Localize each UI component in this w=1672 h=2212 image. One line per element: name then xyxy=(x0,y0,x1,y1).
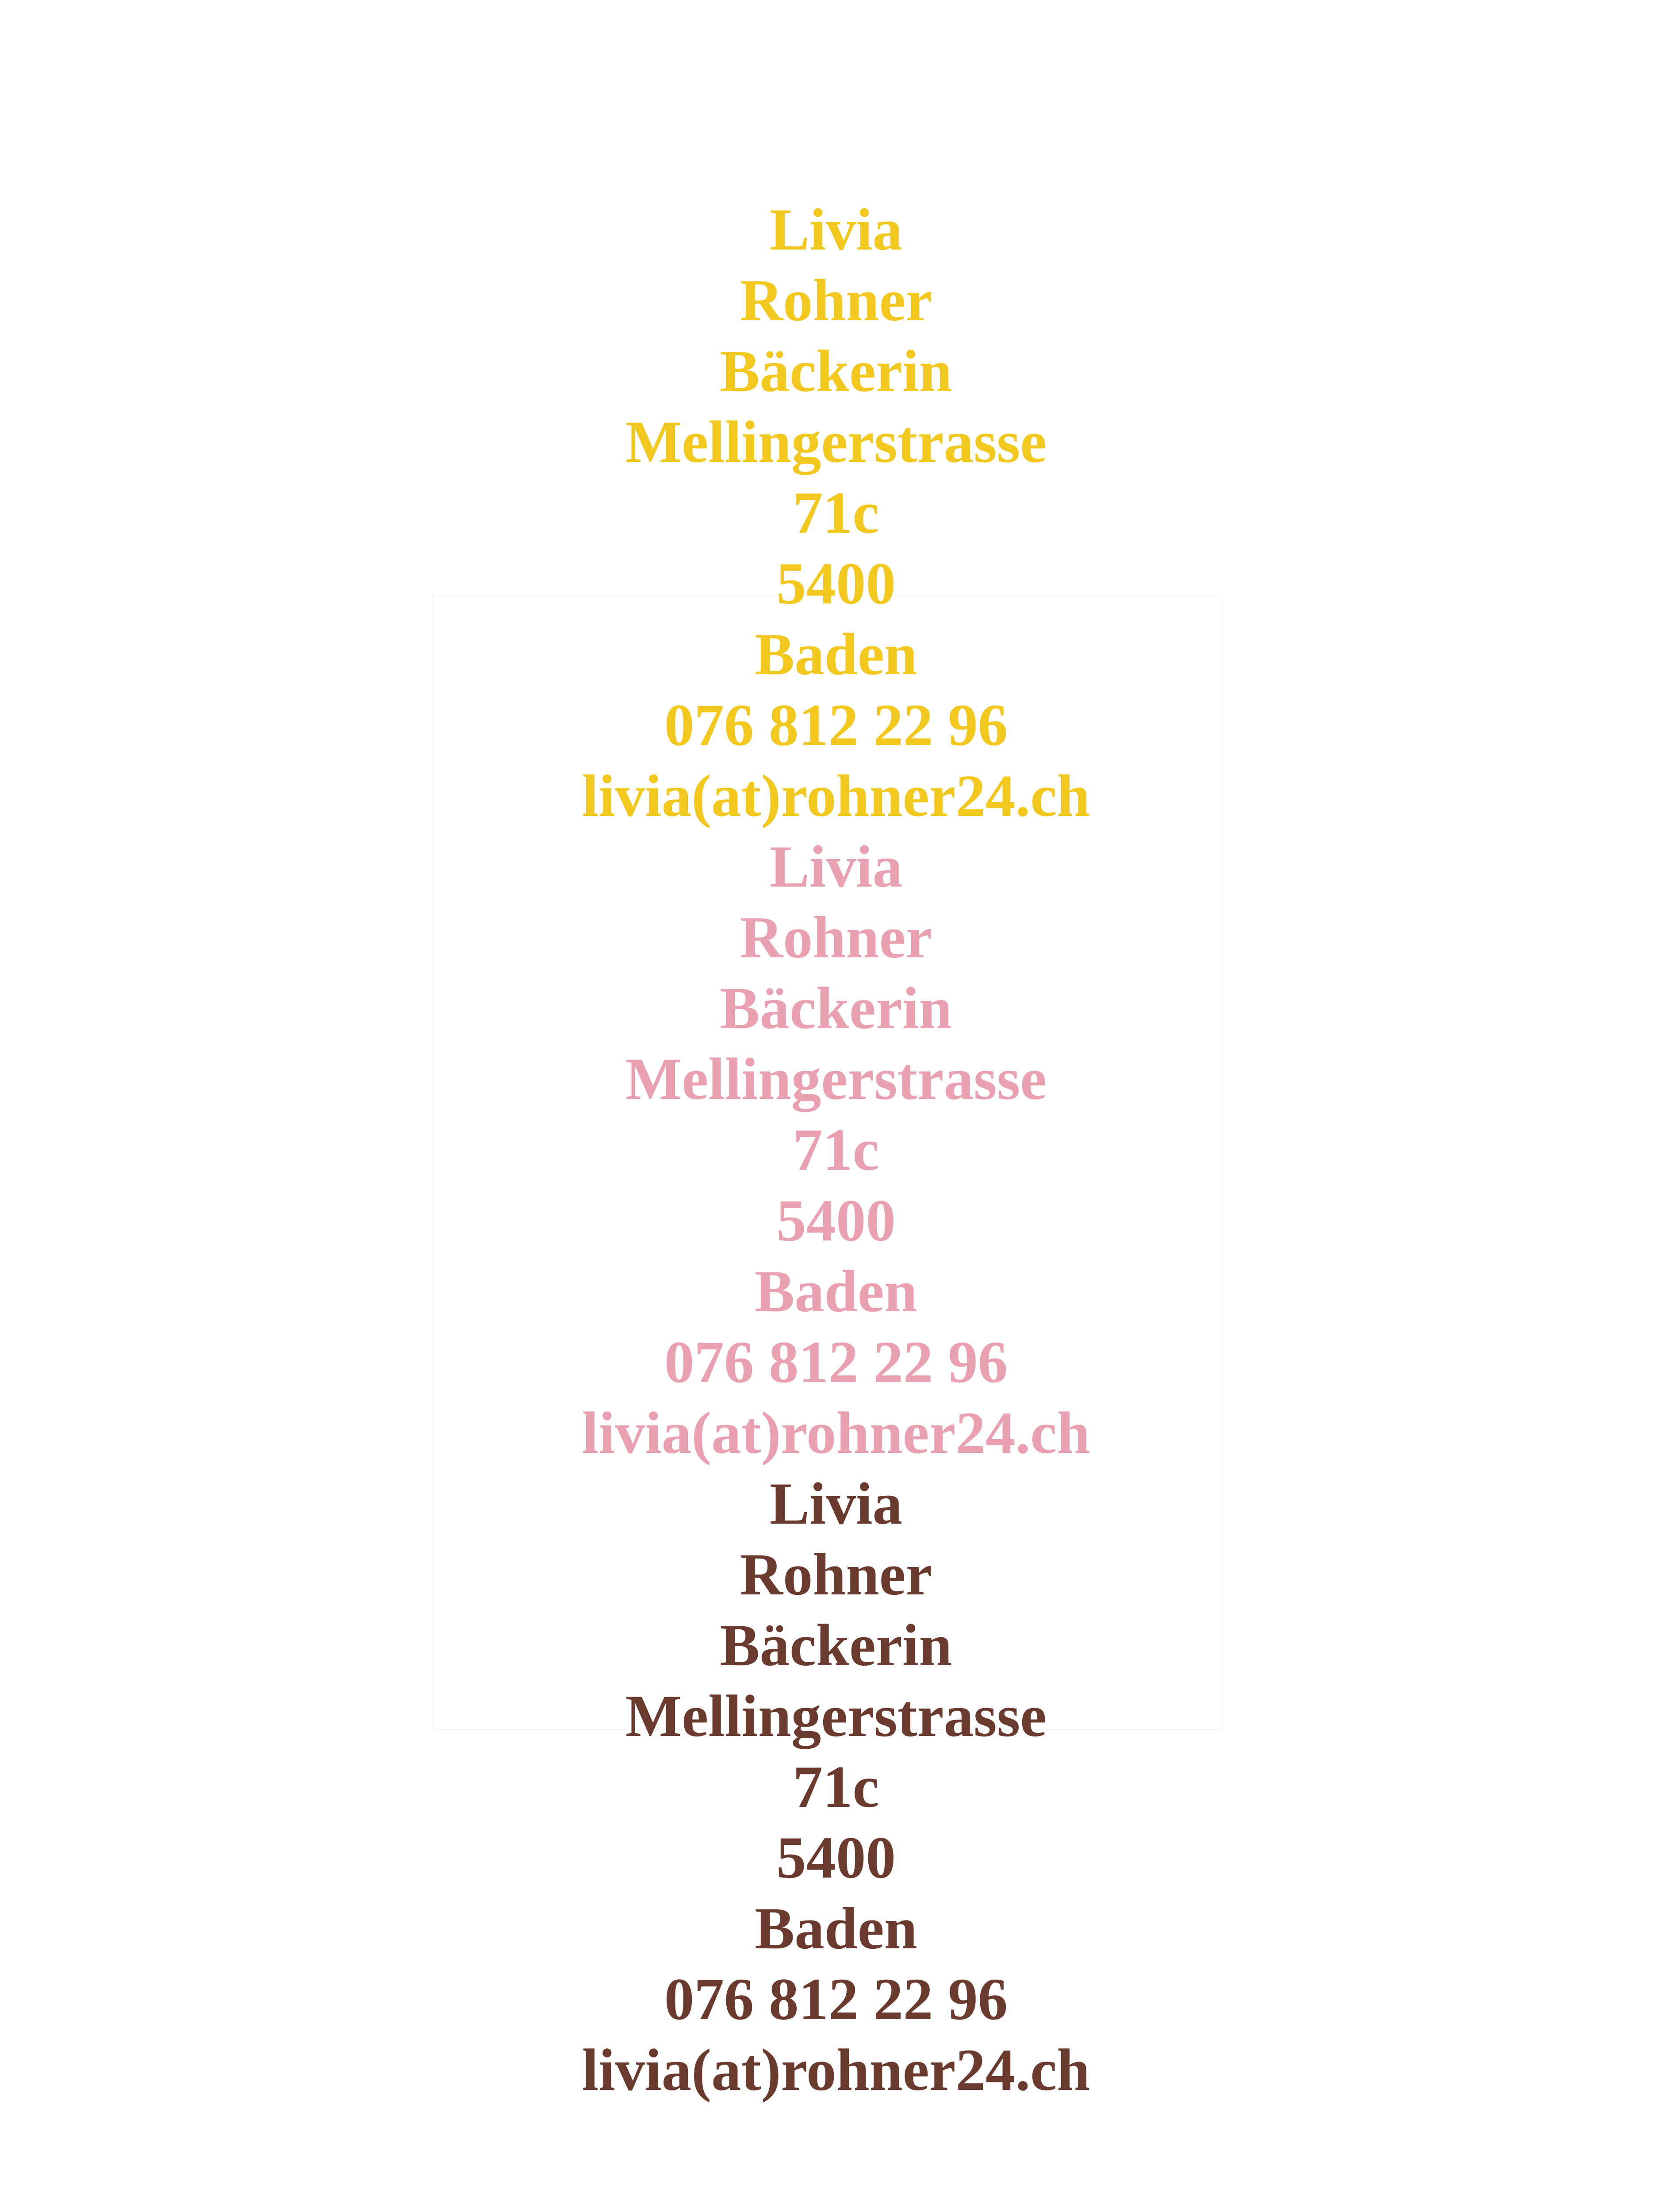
postal-code: 5400 xyxy=(776,1188,896,1254)
text-stack-pink: Livia Rohner Bäckerin Mellingerstrasse 7… xyxy=(0,832,1672,1469)
text-stack-yellow: Livia Rohner Bäckerin Mellingerstrasse 7… xyxy=(0,195,1672,832)
profession: Bäckerin xyxy=(720,1613,952,1678)
postal-code: 5400 xyxy=(776,551,896,617)
last-name: Rohner xyxy=(740,268,932,334)
phone: 076 812 22 96 xyxy=(664,1329,1008,1395)
postal-code: 5400 xyxy=(776,1825,896,1891)
last-name: Rohner xyxy=(740,905,932,971)
profession: Bäckerin xyxy=(720,338,952,404)
profession: Bäckerin xyxy=(720,975,952,1041)
house-number: 71c xyxy=(793,1754,879,1820)
business-card xyxy=(432,595,1222,1730)
street: Mellingerstrasse xyxy=(625,1046,1047,1112)
house-number: 71c xyxy=(793,480,879,546)
city: Baden xyxy=(755,1259,917,1325)
street: Mellingerstrasse xyxy=(625,409,1047,475)
text-stack-brown: Livia Rohner Bäckerin Mellingerstrasse 7… xyxy=(0,1469,1672,2106)
last-name: Rohner xyxy=(740,1542,932,1608)
first-name: Livia xyxy=(769,197,903,263)
city: Baden xyxy=(755,1896,917,1962)
first-name: Livia xyxy=(769,834,903,900)
city: Baden xyxy=(755,622,917,687)
house-number: 71c xyxy=(793,1117,879,1183)
email: livia(at)rohner24.ch xyxy=(582,763,1090,829)
email: livia(at)rohner24.ch xyxy=(582,1400,1090,1466)
email: livia(at)rohner24.ch xyxy=(582,2037,1090,2103)
phone: 076 812 22 96 xyxy=(664,692,1008,758)
first-name: Livia xyxy=(769,1471,903,1537)
phone: 076 812 22 96 xyxy=(664,1966,1008,2032)
street: Mellingerstrasse xyxy=(625,1683,1047,1749)
